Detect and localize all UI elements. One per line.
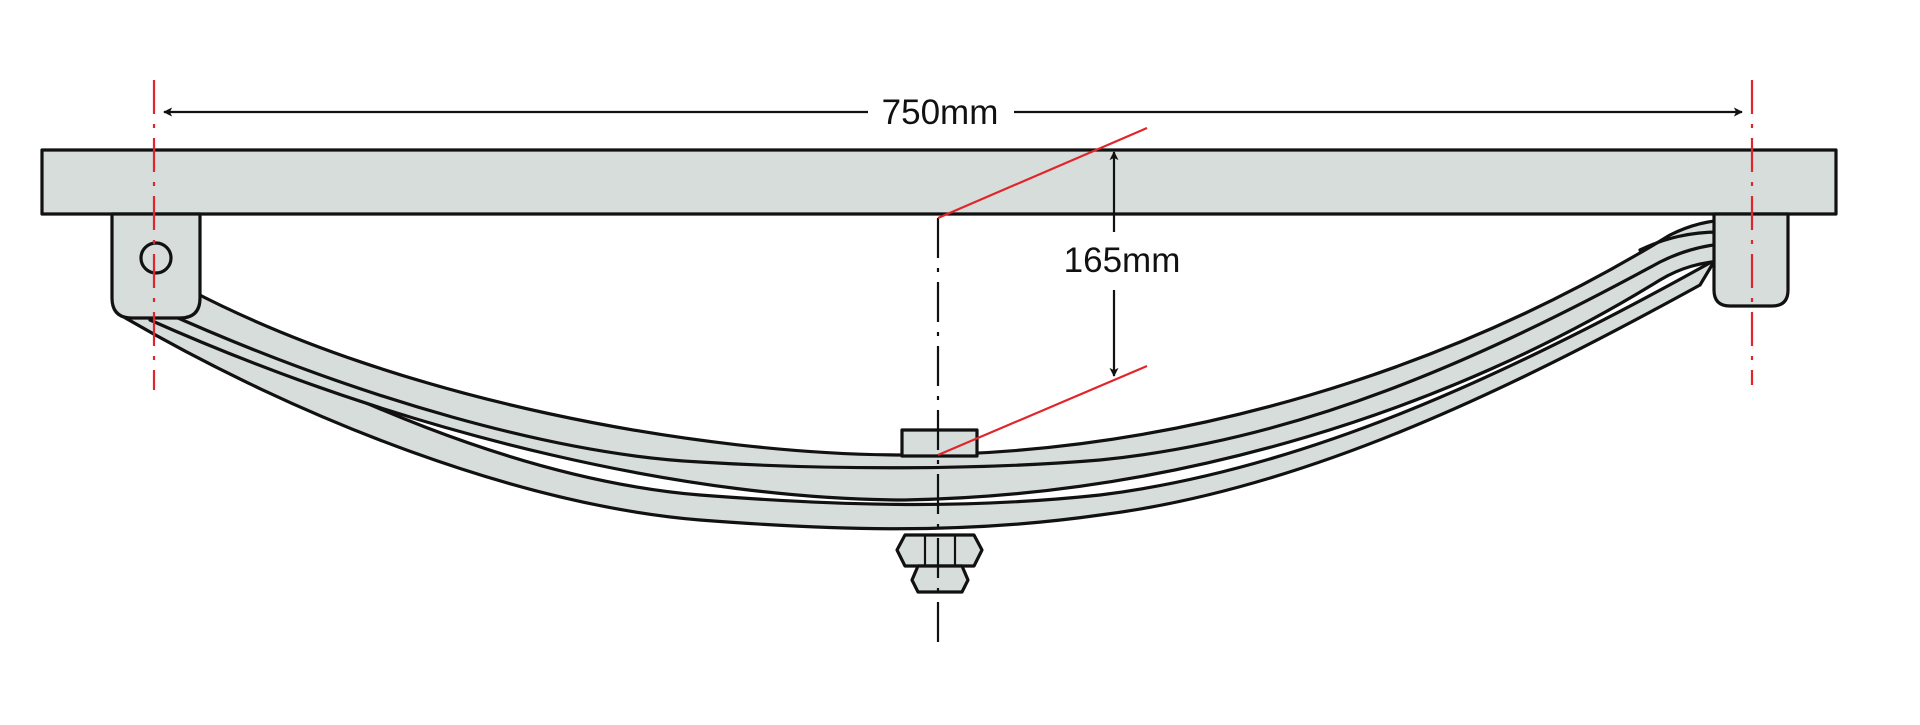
height-reference-bottom [937, 364, 1148, 457]
center-bolt-assembly [895, 428, 984, 594]
leaf-seam [158, 242, 1724, 470]
center-nut [895, 533, 984, 568]
center-nut-lower [910, 564, 970, 594]
left-spring-hanger [110, 212, 202, 320]
height-dimension-label: 165mm [1064, 241, 1181, 280]
main-leaf [148, 218, 1732, 502]
leaf-spring [120, 218, 1732, 531]
leaf-seam-upper [1638, 230, 1722, 252]
width-dimension: 750mm [163, 93, 1743, 132]
spring-eye-bolt [139, 241, 173, 275]
width-dimension-label: 750mm [882, 93, 999, 132]
chassis-bar [40, 148, 1838, 216]
height-reference-top [937, 126, 1148, 220]
height-dimension: 165mm [1064, 151, 1181, 377]
